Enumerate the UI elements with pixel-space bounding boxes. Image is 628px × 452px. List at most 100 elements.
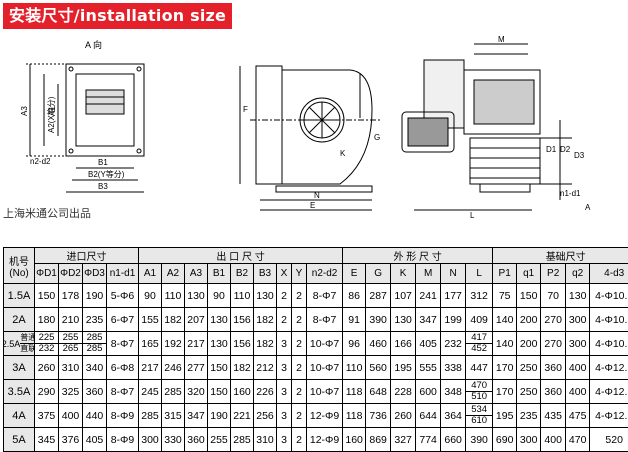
header-outer-group: 外 形 尺 寸 — [343, 248, 493, 264]
dim-d3-label: D3 — [574, 151, 585, 160]
dim-b1-label: B1 — [98, 158, 108, 167]
table-cell: 210 — [59, 308, 83, 332]
table-cell: 130 — [391, 308, 416, 332]
model-cell: 4A — [4, 404, 35, 428]
table-cell: 8-Φ7 — [107, 332, 139, 356]
dim-b3-label: B3 — [98, 182, 108, 191]
table-cell: 160 — [231, 380, 254, 404]
table-cell: 177 — [441, 284, 466, 308]
table-cell: 118 — [343, 380, 366, 404]
table-cell: 178 — [59, 284, 83, 308]
dim-k-label: K — [340, 149, 346, 158]
table-cell: 2 — [292, 404, 307, 428]
table-cell: 221 — [231, 404, 254, 428]
table-cell: 4-Φ12.5 — [590, 380, 628, 404]
column-header: L — [466, 264, 493, 284]
table-cell: 165 — [139, 332, 162, 356]
table-cell: 440 — [83, 404, 107, 428]
table-cell: 347 — [416, 308, 441, 332]
table-cell: 156 — [231, 308, 254, 332]
table-cell: 130 — [254, 284, 277, 308]
table-cell: 245 — [139, 380, 162, 404]
table-cell: 150 — [208, 356, 231, 380]
table-cell: 241 — [416, 284, 441, 308]
table-cell: 300 — [566, 332, 590, 356]
column-header: P1 — [493, 264, 517, 284]
table-cell: 4-Φ10.5 — [590, 284, 628, 308]
front-view-drawing — [402, 44, 572, 210]
table-cell: 460 — [366, 332, 391, 356]
table-cell: 2 — [292, 380, 307, 404]
table-cell: 4-Φ10.5 — [590, 308, 628, 332]
table-cell: 90 — [139, 284, 162, 308]
table-cell: 4-Φ10.5 — [590, 332, 628, 356]
table-cell: 2 — [277, 284, 292, 308]
column-header: G — [366, 264, 391, 284]
table-cell: 6-Φ8 — [107, 356, 139, 380]
table-cell: 130 — [208, 332, 231, 356]
table-cell: 4-Φ12.5 — [590, 404, 628, 428]
table-cell: 2 — [292, 332, 307, 356]
column-header: K — [391, 264, 416, 284]
table-cell: 3 — [277, 380, 292, 404]
table-cell: 107 — [391, 284, 416, 308]
table-cell: 2 — [277, 308, 292, 332]
dim-a3-label: A3 — [20, 106, 29, 116]
column-header: B2 — [231, 264, 254, 284]
table-cell: 226 — [254, 380, 277, 404]
table-cell: 170 — [493, 356, 517, 380]
dim-d2-label: D2 — [560, 145, 571, 154]
dim-m-label: M — [498, 35, 505, 44]
table-cell: 192 — [162, 332, 185, 356]
table-cell: 3 — [277, 404, 292, 428]
table-cell: 390 — [366, 308, 391, 332]
header-inlet-group: 进口尺寸 — [35, 248, 139, 264]
table-cell: 150 — [208, 380, 231, 404]
table-cell: 91 — [343, 308, 366, 332]
watermark: 上海米通公司出品 — [3, 205, 91, 221]
model-cell: 3A — [4, 356, 35, 380]
table-cell: 182 — [162, 308, 185, 332]
table-cell: 199 — [441, 308, 466, 332]
table-cell: 405 — [416, 332, 441, 356]
table-cell: 256 — [254, 404, 277, 428]
column-header: N — [441, 264, 466, 284]
table-cell: 375 — [35, 404, 59, 428]
table-cell: 8-Φ7 — [307, 284, 343, 308]
table-cell: 270 — [541, 308, 566, 332]
table-row: 2.5A普通直联2252322552652852858-Φ71651922171… — [4, 332, 628, 356]
table-cell: 360 — [541, 380, 566, 404]
table-cell: 118 — [343, 404, 366, 428]
table-cell: 400 — [566, 380, 590, 404]
table-cell: 232 — [441, 332, 466, 356]
table-cell: 555 — [416, 356, 441, 380]
table-cell: 182 — [231, 356, 254, 380]
table-cell: 347 — [185, 404, 208, 428]
table-cell: 648 — [366, 380, 391, 404]
dim-n2d2-label: n2-d2 — [30, 157, 51, 166]
model-cell: 1.5A — [4, 284, 35, 308]
table-cell: 315 — [162, 404, 185, 428]
dim-d1-label: D1 — [546, 145, 557, 154]
table-cell: 182 — [254, 308, 277, 332]
table-cell: 130 — [185, 284, 208, 308]
table-cell: 300 — [566, 308, 590, 332]
table-cell: 195 — [391, 356, 416, 380]
table-cell: 110 — [343, 356, 366, 380]
table-cell: 6-Φ7 — [107, 308, 139, 332]
header-model: 机号 (No) — [4, 248, 35, 284]
table-cell: 600 — [416, 380, 441, 404]
dim-l-label: L — [470, 211, 475, 220]
table-cell: 70 — [541, 284, 566, 308]
table-cell: 166 — [391, 332, 416, 356]
table-cell: 270 — [541, 332, 566, 356]
table-cell: 287 — [366, 284, 391, 308]
table-cell: 140 — [493, 332, 517, 356]
column-header: B1 — [208, 264, 231, 284]
